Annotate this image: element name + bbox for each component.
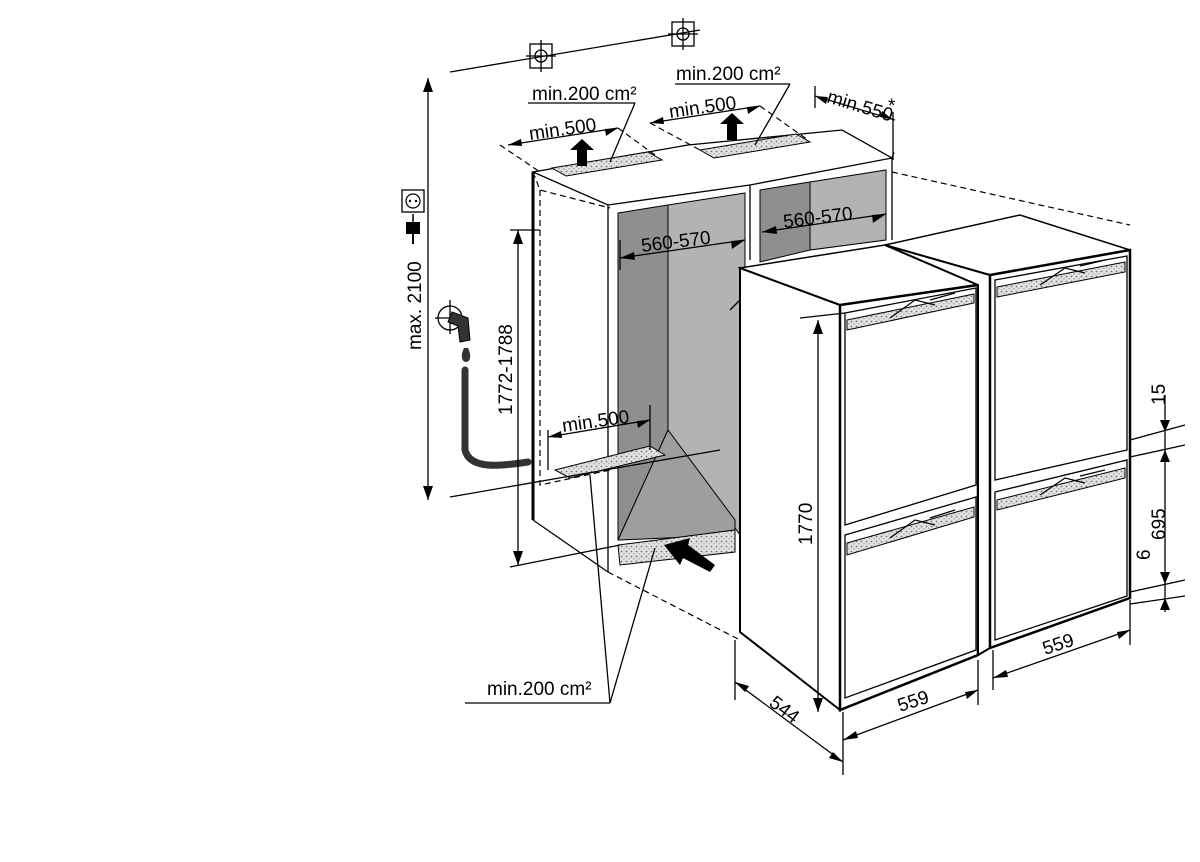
top-reference-line [449,18,701,73]
vent-top-left-width-label: min.500 [528,115,598,145]
door-height-label: 695 [1149,508,1170,540]
power-socket-icon [401,189,425,244]
top-vent-left [550,139,664,177]
appliance-width-front-label: 559 [895,687,932,717]
crosshair-icon [668,18,698,50]
appliance-height-label: 1770 [796,503,817,545]
appliance-depth-label: 544 [765,692,803,728]
niche-height-label: 1772-1788 [496,324,517,415]
installation-niche [530,129,1131,641]
top-vent-right [698,113,812,159]
vent-top-right-area-label: min.200 cm² [676,64,781,85]
crosshair-icon [526,40,556,72]
appliance-width-right-label: 559 [1040,630,1077,660]
gap-bottom-label: 6 [1134,549,1155,560]
max-height-label: max. 2100 [405,261,426,350]
water-tap-icon [435,300,471,362]
gap-top-label: 15 [1149,384,1170,405]
airflow-arrow-icon [664,538,715,572]
appliance-right [884,214,1132,657]
dimension-lines [423,78,1186,775]
airflow-arrow-icon [720,113,744,140]
niche-depth-top-label: min.550 [825,87,896,127]
niche-depth-asterisk: * [888,96,896,117]
vent-bottom-area-label: min.200 cm² [487,679,592,700]
vent-top-left-area-label: min.200 cm² [532,84,637,105]
appliance-left [729,244,981,713]
airflow-arrow-icon [570,139,594,166]
